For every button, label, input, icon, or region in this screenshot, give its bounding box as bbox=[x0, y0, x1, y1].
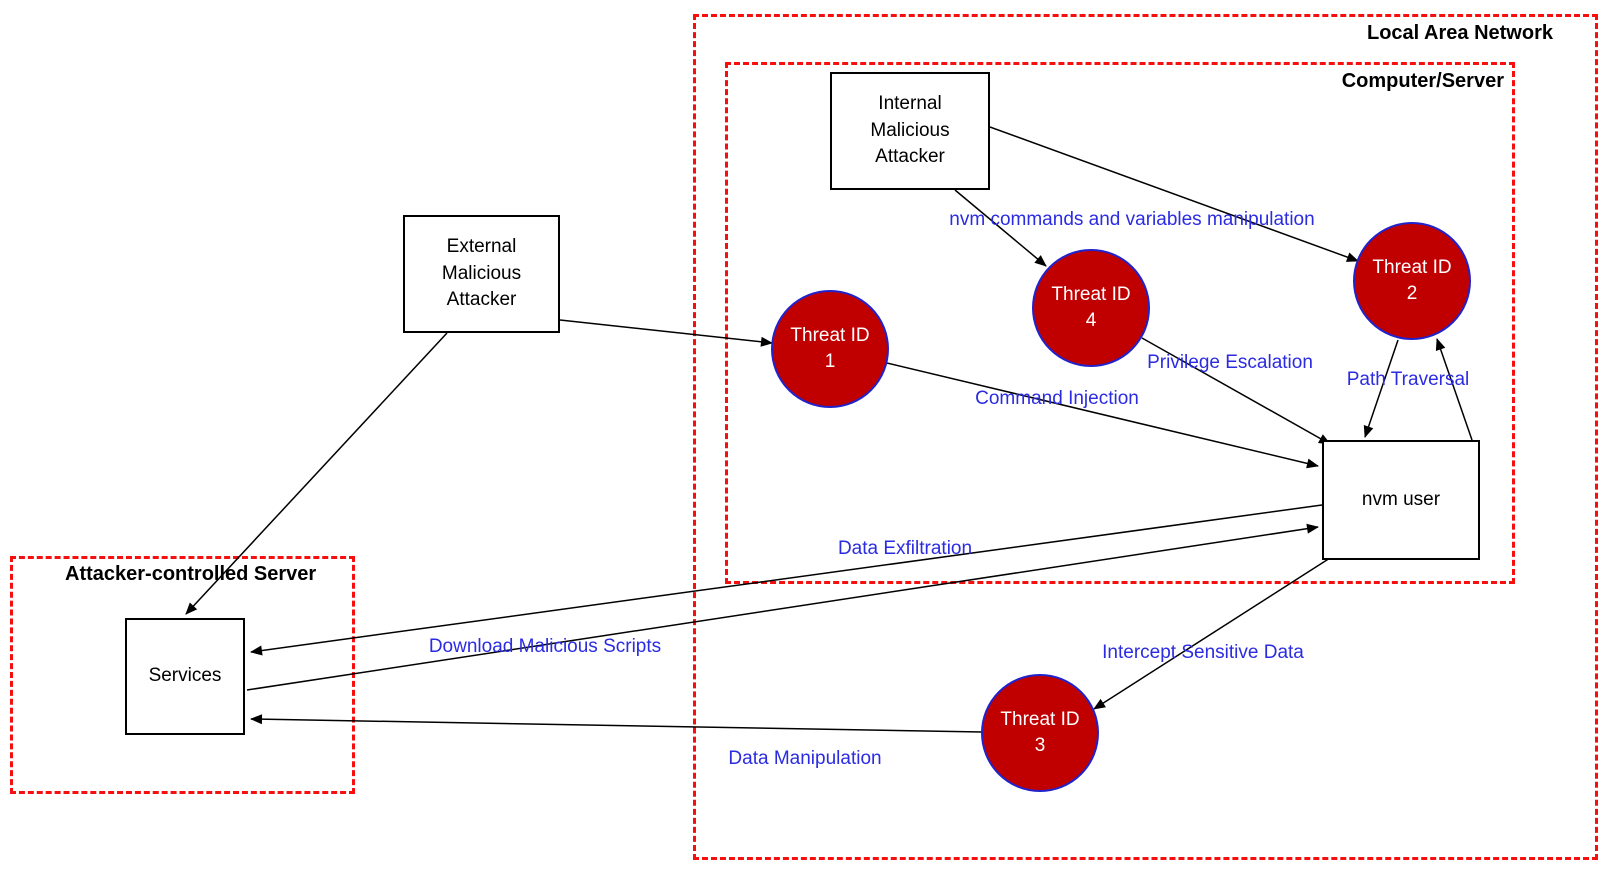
flow-label-path-traversal: Path Traversal bbox=[1346, 369, 1470, 390]
threat-circle-3: Threat ID 3 bbox=[981, 674, 1099, 792]
arrow-data-manipulation bbox=[250, 714, 983, 733]
arrow-path-traversal-down bbox=[1363, 339, 1399, 438]
region-attacker-controlled-server: Attacker-controlled Server bbox=[10, 556, 355, 794]
arrow-download-malicious-scripts bbox=[246, 523, 1319, 691]
flow-label-privilege-escalation: Privilege Escalation bbox=[1147, 352, 1313, 373]
threat-label-1: Threat ID 1 bbox=[790, 325, 870, 372]
arrow-path-traversal-up bbox=[1435, 338, 1473, 441]
flow-label-data-exfiltration: Data Exfiltration bbox=[837, 538, 973, 559]
node-label-services: Services bbox=[148, 665, 222, 687]
node-external-malicious-attacker: External Malicious Attacker bbox=[403, 215, 560, 333]
node-services: Services bbox=[125, 618, 245, 735]
flow-label-download-malicious-scripts: Download Malicious Scripts bbox=[428, 636, 662, 657]
arrow-data-exfiltration bbox=[250, 504, 1323, 656]
node-internal-malicious-attacker: Internal Malicious Attacker bbox=[830, 72, 990, 190]
node-label-external-malicious-attacker: External Malicious Attacker bbox=[441, 236, 522, 311]
node-label-nvm-user: nvm user bbox=[1361, 488, 1441, 510]
region-computer-server: Computer/Server bbox=[725, 62, 1515, 584]
threat-label-3: Threat ID 3 bbox=[1000, 709, 1080, 756]
region-label-attacker-controlled-server: Attacker-controlled Server bbox=[65, 563, 317, 585]
arrow-internal-attacker-to-threat4 bbox=[954, 189, 1047, 267]
flow-label-intercept-sensitive-data: Intercept Sensitive Data bbox=[1102, 642, 1304, 663]
arrow-external-attacker-to-threat1 bbox=[559, 319, 773, 347]
node-nvm-user: nvm user bbox=[1322, 440, 1480, 560]
arrow-privilege-escalation bbox=[1141, 337, 1331, 445]
flow-label-command-injection: Command Injection bbox=[975, 388, 1139, 409]
region-label-computer-server: Computer/Server bbox=[1341, 70, 1504, 92]
threat-label-4: Threat ID 4 bbox=[1051, 284, 1131, 331]
arrow-command-injection bbox=[886, 362, 1319, 469]
threat-circle-4: Threat ID 4 bbox=[1032, 249, 1150, 367]
threat-circle-2: Threat ID 2 bbox=[1353, 222, 1471, 340]
arrow-external-attacker-to-services bbox=[185, 332, 448, 615]
arrow-internal-attacker-to-threat2 bbox=[989, 126, 1359, 262]
threat-circle-1: Threat ID 1 bbox=[771, 290, 889, 408]
region-label-local-area-network: Local Area Network bbox=[1367, 22, 1553, 44]
arrow-intercept-sensitive-data bbox=[1093, 557, 1331, 710]
flow-label-data-manipulation: Data Manipulation bbox=[728, 748, 882, 769]
region-local-area-network: Local Area Network bbox=[693, 14, 1598, 860]
threat-label-2: Threat ID 2 bbox=[1372, 257, 1452, 304]
node-label-internal-malicious-attacker: Internal Malicious Attacker bbox=[870, 93, 950, 168]
flow-label-nvm-commands-manipulation: nvm commands and variables manipulation bbox=[949, 209, 1315, 230]
